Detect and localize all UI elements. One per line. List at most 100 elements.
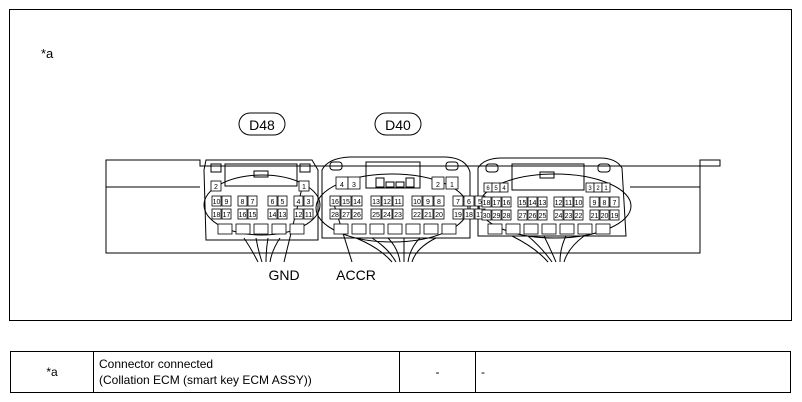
svg-text:28: 28 [503, 213, 511, 220]
connector-d40-housing [321, 156, 471, 239]
terminal-pin-d48: 5 [277, 195, 288, 207]
terminal-pin-d40: 14 [351, 195, 363, 207]
terminal-pin-d48: 3 [303, 195, 314, 207]
terminal-pin-right: 13 [537, 196, 548, 208]
terminal-pin-d40: 20 [433, 208, 445, 220]
svg-text:18: 18 [465, 212, 473, 219]
svg-text:4: 4 [502, 186, 506, 192]
svg-text:1: 1 [450, 182, 454, 189]
terminal-pin-right: 11 [563, 196, 574, 208]
terminal-pin-right: 28 [501, 209, 512, 221]
svg-text:7: 7 [456, 199, 460, 206]
terminal-pin-d40: 23 [392, 208, 404, 220]
svg-text:17: 17 [223, 212, 231, 219]
terminal-pin-right: 15 [517, 196, 528, 208]
legend-table: *a Connector connected (Collation ECM (s… [10, 351, 791, 393]
terminal-pin-d40: 11 [392, 195, 404, 207]
svg-text:4: 4 [297, 199, 301, 206]
terminal-pin-d40: 28 [329, 208, 341, 220]
terminal-pin-right [541, 223, 557, 235]
svg-text:2: 2 [436, 182, 440, 189]
svg-text:3: 3 [352, 182, 356, 189]
terminal-pin-right: 10 [573, 196, 584, 208]
terminal-pin-d40: 22 [411, 208, 423, 220]
connector-d40-lock [365, 161, 421, 189]
svg-text:18: 18 [213, 212, 221, 219]
svg-text:9: 9 [593, 200, 597, 207]
svg-text:2: 2 [214, 184, 218, 191]
terminal-pin-d40: 6 [463, 195, 475, 207]
terminal-pin-d40 [333, 223, 349, 235]
ecm-body-outline [105, 159, 721, 254]
callout-a-label: *a [41, 46, 54, 61]
terminal-pin-d48: 15 [247, 208, 258, 220]
terminal-pin-d48: 18 [211, 208, 222, 220]
svg-text:22: 22 [575, 213, 583, 220]
terminal-pin-d40 [423, 223, 439, 235]
svg-text:8: 8 [437, 199, 441, 206]
svg-text:16: 16 [331, 199, 339, 206]
terminal-pin-d40: 10 [411, 195, 423, 207]
svg-text:19: 19 [454, 212, 462, 219]
svg-text:16: 16 [503, 200, 511, 207]
terminal-pin-right [505, 223, 521, 235]
terminal-pin-d40: 1 [445, 176, 459, 190]
terminal-pin-right [487, 223, 503, 235]
connector-d40-latch [375, 177, 385, 188]
svg-text:20: 20 [435, 212, 443, 219]
terminal-pin-d48: 11 [303, 208, 314, 220]
svg-text:5: 5 [478, 199, 482, 206]
terminal-pin-d40: 3 [347, 176, 361, 190]
svg-text:23: 23 [394, 212, 402, 219]
svg-text:25: 25 [539, 213, 547, 220]
svg-text:23: 23 [565, 213, 573, 220]
terminal-pin-d48: 10 [211, 195, 222, 207]
terminal-pin-right: 4 [499, 182, 509, 193]
terminal-pin-d48 [289, 223, 305, 235]
terminal-pin-right: 18 [481, 196, 492, 208]
connector-right-guide [485, 163, 499, 173]
terminal-pin-d48: 6 [267, 195, 278, 207]
terminal-pin-d48: 13 [277, 208, 288, 220]
svg-text:13: 13 [279, 212, 287, 219]
svg-text:21: 21 [591, 213, 599, 220]
svg-text:22: 22 [413, 212, 421, 219]
svg-text:7: 7 [251, 199, 255, 206]
terminal-pin-d48: 17 [221, 208, 232, 220]
svg-text:3: 3 [307, 199, 311, 206]
terminal-pin-right: 21 [589, 209, 600, 221]
connector-d48-guide [210, 163, 222, 173]
svg-text:27: 27 [519, 213, 527, 220]
terminal-pin-d48: 16 [237, 208, 248, 220]
connector-d40-latch [385, 181, 395, 188]
terminal-pin-d40 [387, 223, 403, 235]
svg-text:6: 6 [486, 186, 490, 192]
terminal-pin-d40: 2 [431, 176, 445, 190]
svg-text:14: 14 [269, 212, 277, 219]
terminal-pin-d40 [405, 223, 421, 235]
terminal-pin-right: 9 [589, 196, 600, 208]
terminal-pin-right: 17 [491, 196, 502, 208]
svg-text:11: 11 [394, 199, 401, 206]
terminal-pin-d40: 7 [452, 195, 464, 207]
terminal-pin-d40: 4 [335, 176, 349, 190]
svg-text:15: 15 [342, 199, 350, 206]
terminal-pin-d40: 16 [329, 195, 341, 207]
svg-text:4: 4 [340, 182, 344, 189]
svg-text:19: 19 [611, 213, 619, 220]
terminal-pin-right: 22 [573, 209, 584, 221]
connector-right-guide [597, 163, 611, 173]
d40-label-bubble [374, 112, 422, 136]
terminal-pin-d48 [253, 223, 269, 235]
terminal-pin-right: 6 [483, 182, 493, 193]
accr-terminal-label: ACCR [336, 267, 376, 283]
svg-text:26: 26 [353, 212, 361, 219]
terminal-pin-d40: 19 [452, 208, 464, 220]
connector-d48-guide [299, 163, 311, 173]
svg-text:9: 9 [225, 199, 229, 206]
terminal-pin-d48: 2 [210, 180, 222, 192]
terminal-pin-d40: 15 [340, 195, 352, 207]
terminal-pin-right: 2 [593, 182, 603, 193]
terminal-pin-d40: 8 [433, 195, 445, 207]
